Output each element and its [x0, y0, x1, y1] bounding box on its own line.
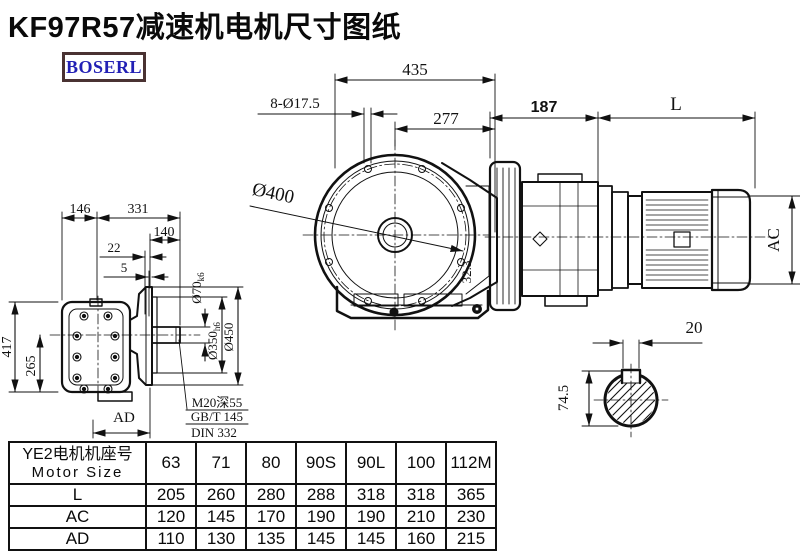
cell: 365 [445, 483, 497, 507]
dim-5: 5 [121, 260, 128, 275]
table-row-AD: AD 110 130 135 145 145 160 215 [8, 527, 497, 551]
dim-74-5: 74.5 [556, 385, 572, 411]
dim-331: 331 [128, 202, 149, 217]
col-90S: 90S [295, 441, 347, 485]
dim-dia450: Ø450 [221, 323, 236, 352]
dim-dia350: Ø350h6 [205, 322, 222, 360]
cell: 190 [345, 505, 397, 529]
cell: 145 [345, 527, 397, 551]
dim-dia70: Ø70k6 [189, 272, 206, 304]
cell: 120 [145, 505, 197, 529]
cell: 280 [245, 483, 297, 507]
note-gbt: GB/T 145 [191, 409, 243, 424]
col-90L: 90L [345, 441, 397, 485]
row-label-L: L [8, 483, 147, 507]
cell: 210 [395, 505, 447, 529]
dim-22: 22 [108, 240, 121, 255]
dim-32-3: 32.3 [459, 261, 474, 284]
dim-146: 146 [70, 202, 91, 217]
table-row-L: L 205 260 280 288 318 318 365 [8, 483, 497, 507]
dim-187: 187 [531, 99, 558, 116]
dim-277: 277 [433, 109, 459, 128]
page-title: KF97R57减速机电机尺寸图纸 [8, 12, 402, 44]
table-header-row: YE2电机机座号 Motor Size 63 71 80 90S 90L 100… [8, 441, 497, 485]
dim-140: 140 [154, 225, 175, 240]
cell: 318 [345, 483, 397, 507]
motor-size-table: YE2电机机座号 Motor Size 63 71 80 90S 90L 100… [8, 441, 497, 551]
dim-L: L [670, 94, 682, 115]
front-view [249, 73, 498, 331]
table-header-en: Motor Size [31, 463, 124, 481]
cell: 230 [445, 505, 497, 529]
col-112M: 112M [445, 441, 497, 485]
cell: 288 [295, 483, 347, 507]
cell: 215 [445, 527, 497, 551]
col-80: 80 [245, 441, 297, 485]
dim-AD: AD [113, 410, 135, 426]
row-label-AD: AD [8, 527, 147, 551]
cell: 130 [195, 527, 247, 551]
left-view [8, 211, 249, 439]
dim-8-holes: 8-Ø17.5 [270, 96, 320, 112]
cell: 318 [395, 483, 447, 507]
side-view [484, 111, 800, 312]
dim-435: 435 [402, 60, 428, 79]
table-row-AC: AC 120 145 170 190 190 210 230 [8, 505, 497, 529]
dim-dia400: Ø400 [250, 179, 296, 208]
shaft-section [581, 339, 703, 438]
boserl-logo: BOSERL [62, 52, 146, 82]
bolt-holes [325, 165, 465, 305]
col-100: 100 [395, 441, 447, 485]
dim-AC: AC [764, 228, 783, 252]
note-din: DIN 332 [191, 425, 237, 440]
cell: 160 [395, 527, 447, 551]
table-header-cn: YE2电机机座号 [22, 445, 133, 463]
row-label-AC: AC [8, 505, 147, 529]
dim-20: 20 [686, 318, 703, 337]
housing-bolts [72, 311, 120, 394]
cell: 145 [295, 527, 347, 551]
cell: 135 [245, 527, 297, 551]
boserl-logo-text: BOSERL [65, 56, 143, 77]
dim-417: 417 [0, 337, 15, 358]
cell: 190 [295, 505, 347, 529]
col-71: 71 [195, 441, 247, 485]
cell: 110 [145, 527, 197, 551]
cell: 170 [245, 505, 297, 529]
cell: 205 [145, 483, 197, 507]
dim-265: 265 [24, 356, 39, 377]
col-63: 63 [145, 441, 197, 485]
cell: 260 [195, 483, 247, 507]
note-m20: M20深55 [192, 395, 243, 410]
cell: 145 [195, 505, 247, 529]
table-header-label: YE2电机机座号 Motor Size [8, 441, 147, 485]
